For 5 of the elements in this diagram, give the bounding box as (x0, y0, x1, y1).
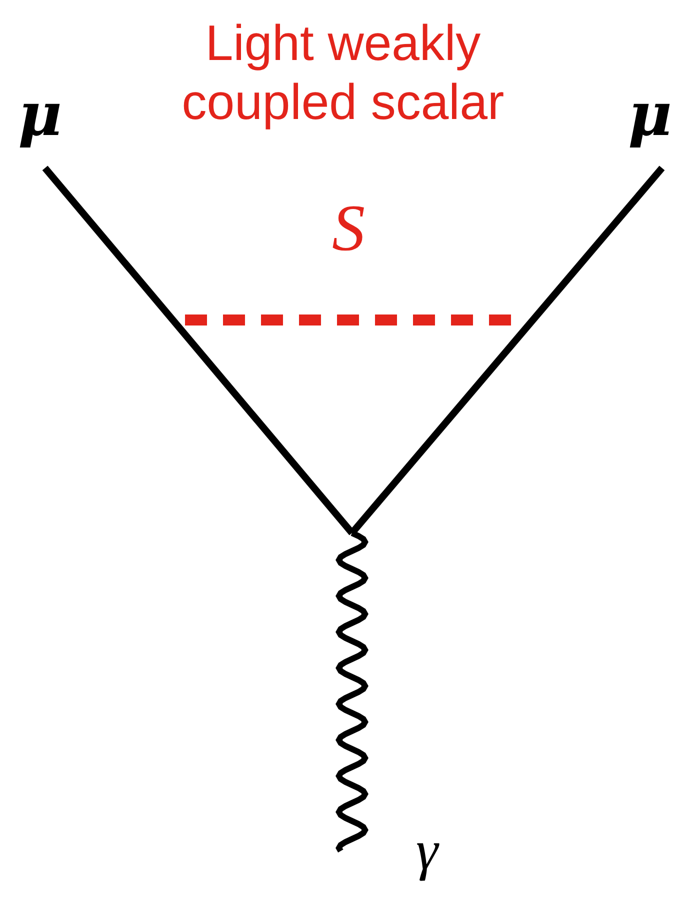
particle-label: μ (18, 80, 62, 151)
scalar-caption: Light weakly coupled scalar (180, 14, 506, 132)
particle-label: S (332, 191, 365, 267)
particle-label: γ (416, 819, 438, 884)
particle-label: μ (628, 80, 672, 151)
